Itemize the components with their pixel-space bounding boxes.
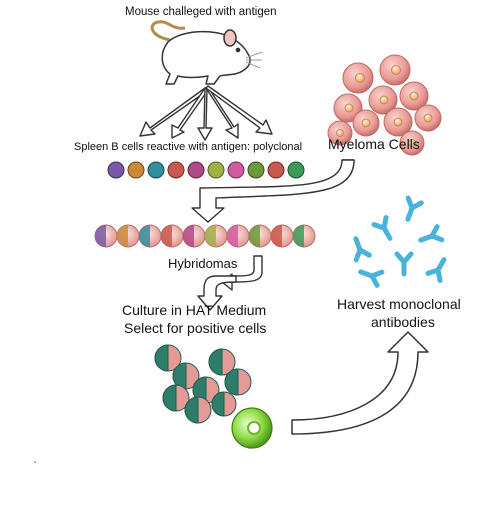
harvest-label-line2: antibodies — [371, 314, 435, 330]
spleen-b-cells-label: Spleen B cells reactive with antigen: po… — [74, 141, 303, 153]
arrow-icon — [197, 275, 237, 311]
mouse-icon — [150, 20, 263, 85]
arrow-icon — [191, 159, 355, 223]
diagram-title: Mouse challeged with antigen — [125, 6, 277, 18]
b-cell-row — [107, 161, 305, 179]
hybridoma-row — [94, 224, 316, 248]
arrow-icon — [139, 85, 273, 141]
selected-cell — [231, 407, 273, 449]
myeloma-cells — [327, 54, 442, 156]
speck — [34, 461, 36, 463]
culture-cells — [154, 344, 252, 424]
antibody-icon — [353, 195, 447, 288]
culture-label-line2: Select for positive cells — [124, 320, 267, 336]
arrow-icon — [291, 331, 429, 435]
harvest-label-line1: Harvest monoclonal — [337, 296, 461, 312]
hybridomas-label: Hybridomas — [168, 256, 238, 271]
culture-label-line1: Culture in HAT Medium — [122, 302, 267, 318]
myeloma-cells-label: Myeloma Cells — [328, 136, 420, 152]
